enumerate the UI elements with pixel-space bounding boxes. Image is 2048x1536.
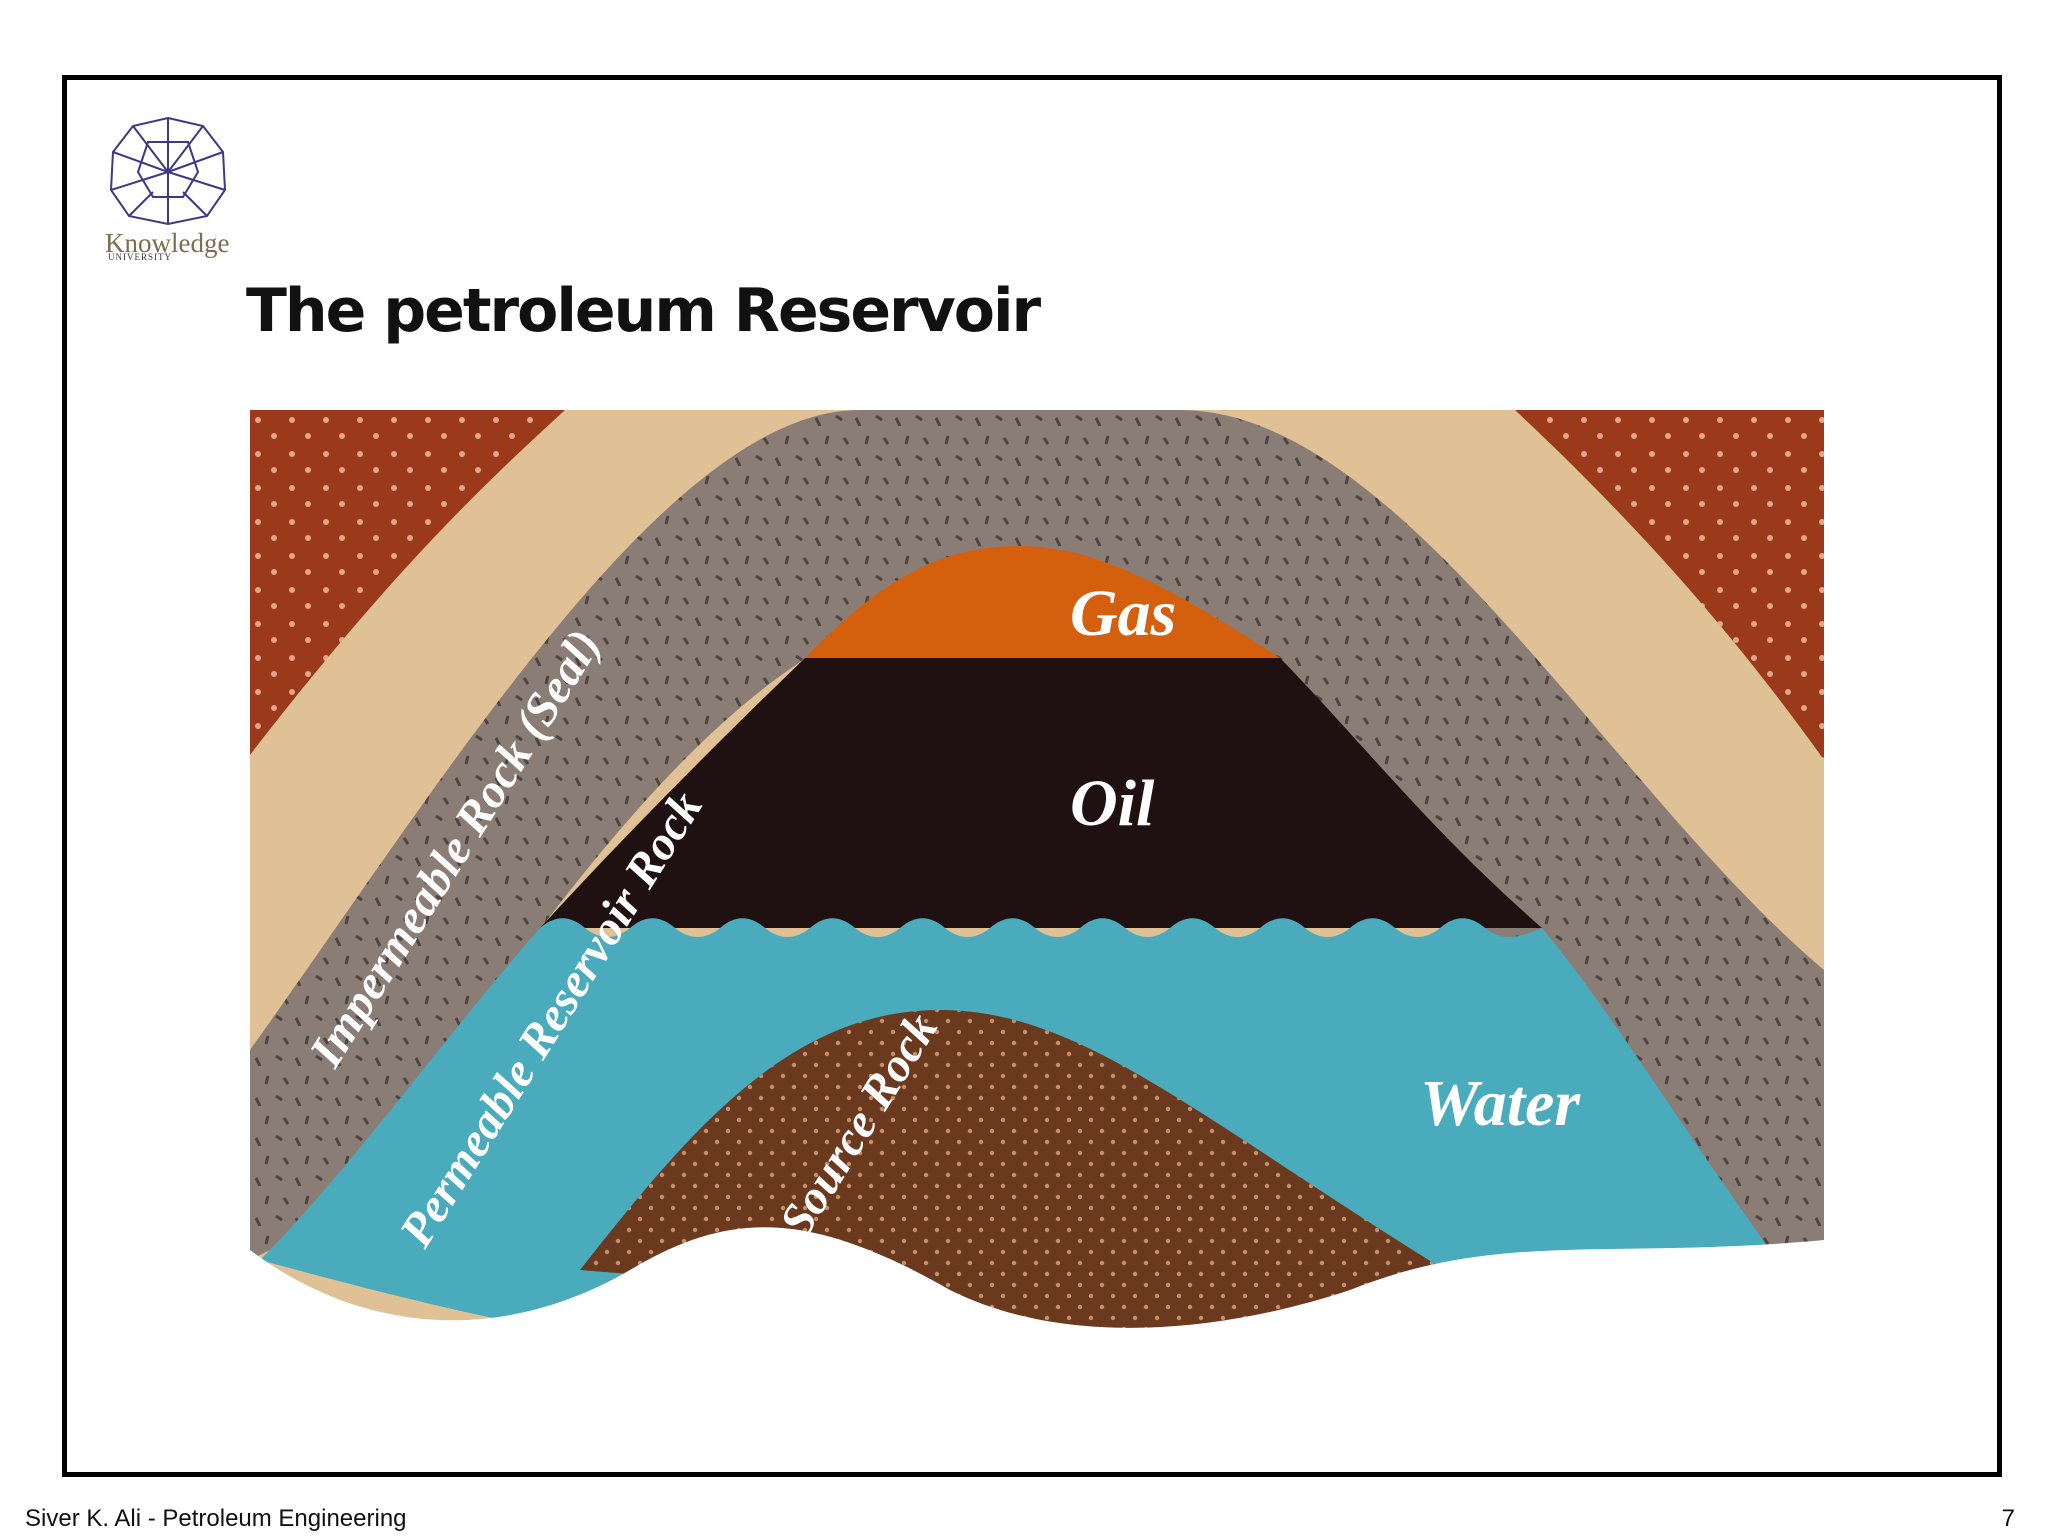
bottom-edge	[250, 1227, 1824, 1330]
footer-author: Siver K. Ali - Petroleum Engineering	[25, 1505, 407, 1532]
water-label: Water	[1420, 1067, 1581, 1140]
slide-title: The petroleum Reservoir	[246, 276, 1041, 346]
oil-label: Oil	[1070, 767, 1155, 840]
gas-zone	[805, 546, 1280, 658]
page-number: 7	[2001, 1505, 2015, 1532]
logo-subtitle: UNIVERSITY	[108, 252, 172, 262]
petroleum-reservoir-diagram: Gas Oil Water Impermeable Rock (Seal) Pe…	[250, 410, 1824, 1330]
oil-zone	[540, 658, 1542, 928]
gas-label: Gas	[1070, 577, 1176, 650]
logo-name: Knowledge	[105, 228, 230, 258]
knowledge-university-logo-icon	[109, 116, 227, 226]
